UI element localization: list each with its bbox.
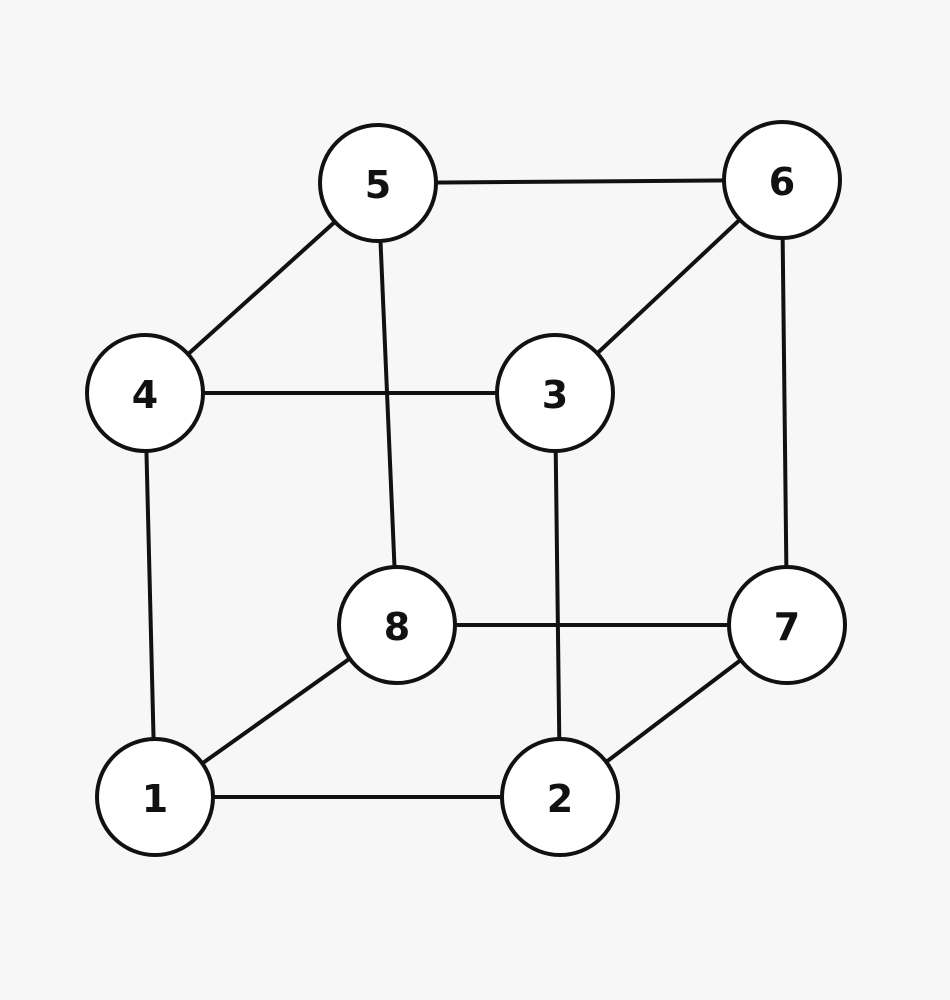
edge-6-7: [780, 178, 789, 627]
node-circle: [495, 333, 615, 453]
node-label: 3: [542, 373, 568, 417]
node-4: 4: [85, 333, 205, 453]
node-label: 5: [365, 163, 391, 207]
node-label: 2: [547, 777, 573, 821]
edge-5-8: [376, 181, 399, 627]
node-6: 6: [722, 120, 842, 240]
edge-5-6: [376, 178, 784, 185]
node-circle: [727, 565, 847, 685]
edge-1-4: [143, 391, 157, 799]
nodes-layer: 1 2 3 4 5 6 7 8: [85, 120, 847, 857]
edge-2-3: [553, 391, 562, 799]
node-label: 7: [774, 605, 800, 649]
node-circle: [95, 737, 215, 857]
node-circle: [722, 120, 842, 240]
node-label: 8: [384, 605, 410, 649]
node-circle: [337, 565, 457, 685]
node-7: 7: [727, 565, 847, 685]
node-1: 1: [95, 737, 215, 857]
node-5: 5: [318, 123, 438, 243]
node-label: 4: [132, 373, 158, 417]
node-8: 8: [337, 565, 457, 685]
node-label: 1: [142, 777, 168, 821]
node-circle: [85, 333, 205, 453]
edges-layer: [143, 178, 789, 799]
node-2: 2: [500, 737, 620, 857]
node-circle: [500, 737, 620, 857]
node-label: 6: [769, 160, 795, 204]
node-3: 3: [495, 333, 615, 453]
node-circle: [318, 123, 438, 243]
